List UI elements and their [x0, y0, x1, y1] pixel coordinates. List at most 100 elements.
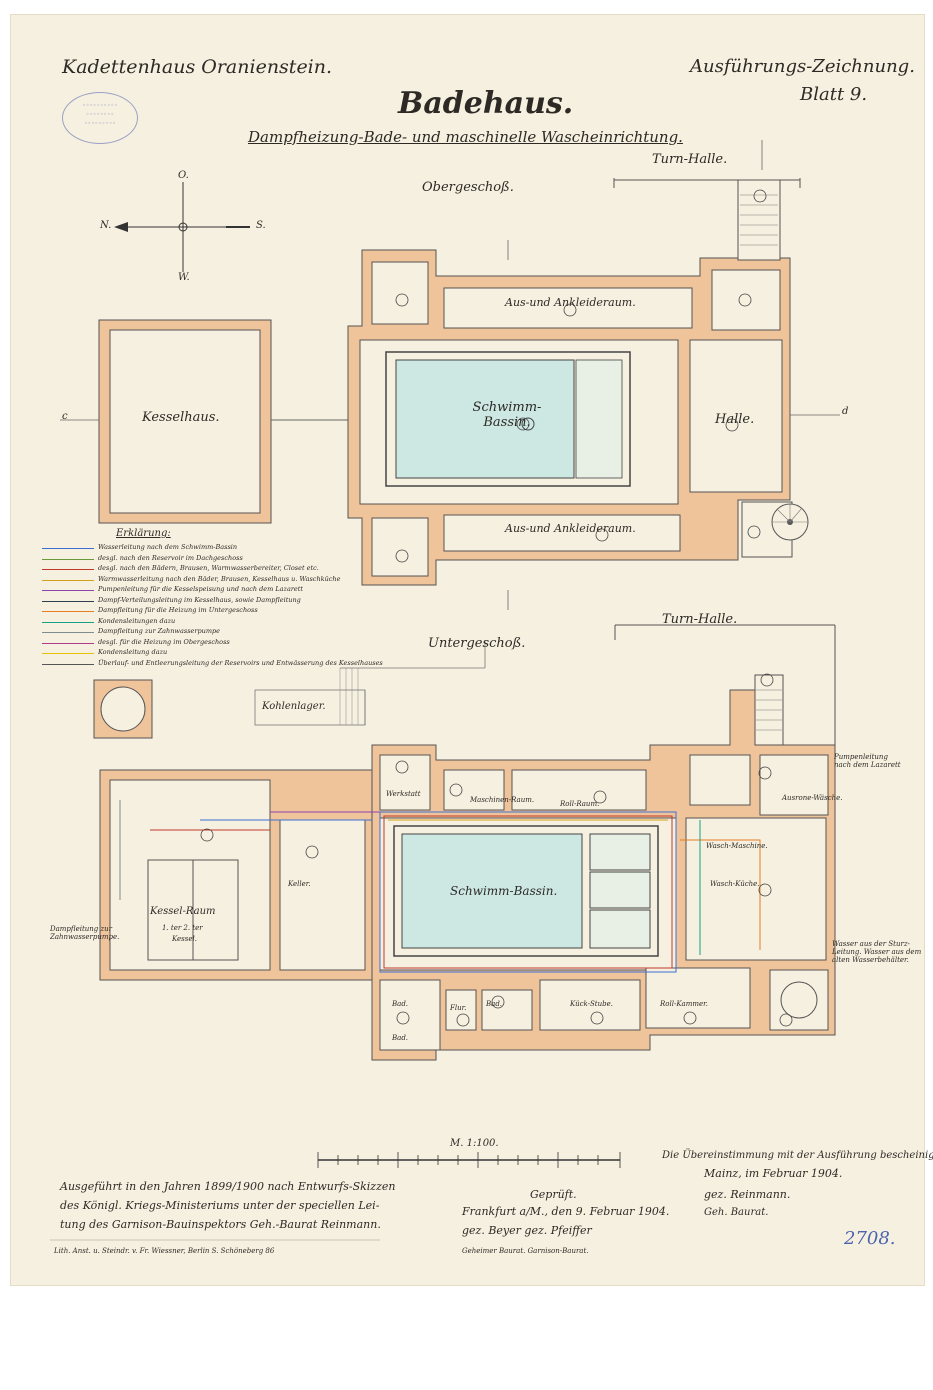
- legend-item: Überlauf- und Entleerungsleitung der Res…: [42, 659, 383, 670]
- compass-n: N.: [100, 220, 112, 231]
- legend-swatch: [42, 611, 94, 612]
- footer-center-line: Geheimer Baurat. Garnison-Baurat.: [462, 1247, 589, 1255]
- legend-text: Dampf-Verteilungsleitung im Kesselhaus, …: [98, 595, 301, 604]
- legend-item: desgl. für die Heizung im Obergeschoss: [42, 638, 352, 649]
- legend-text: desgl. nach den Reservoir im Dachgeschos…: [98, 553, 243, 562]
- archive-stamp: ◦◦◦◦◦◦◦◦◦◦◦◦◦◦◦◦◦◦◦◦◦◦◦◦◦◦◦: [62, 92, 138, 144]
- maschinen-label: Maschinen-Raum.: [470, 796, 535, 804]
- lower-floor-label: Untergeschoß.: [428, 636, 526, 651]
- waschkueche-label: Wasch-Küche.: [710, 880, 760, 888]
- section-mark-c: c: [62, 411, 68, 422]
- halle-label: Halle.: [715, 412, 755, 427]
- legend-swatch: [42, 663, 94, 665]
- legend-swatch: [42, 569, 94, 570]
- archive-number: 2708.: [844, 1228, 896, 1249]
- legend-swatch: [42, 621, 94, 623]
- legend-item: Pumpenleitung für die Kesselspeisung und…: [42, 585, 352, 596]
- ausrone-label: Ausrone-Wäsche.: [782, 794, 843, 802]
- compass: [114, 182, 250, 272]
- compass-s: S.: [256, 220, 266, 231]
- subtitle: Dampfheizung-Bade- und maschinelle Wasch…: [248, 128, 683, 146]
- left-title: Kadettenhaus Oranienstein.: [62, 56, 333, 78]
- legend-text: Kondensleitungen dazu: [98, 616, 176, 625]
- dressing-bottom-label: Aus-und Ankleideraum.: [505, 522, 636, 535]
- footer-left-line: Ausgeführt in den Jahren 1899/1900 nach …: [60, 1180, 396, 1193]
- footer-center-block: Geprüft. Frankfurt a/M., den 9. Februar …: [462, 1188, 670, 1255]
- footer-right-block: Die Übereinstimmung mit der Ausführung b…: [662, 1150, 933, 1218]
- kochstube-label: Kück-Stube.: [570, 1000, 613, 1008]
- footer-center-line: gez. Beyer gez. Pfeiffer: [462, 1224, 592, 1237]
- footer-center-line: Geprüft.: [530, 1188, 577, 1201]
- wasch-maschine-label: Wasch-Maschine.: [706, 842, 768, 850]
- footer-right-line: Mainz, im Februar 1904.: [704, 1167, 843, 1180]
- footer-center-line: Frankfurt a/M., den 9. Februar 1904.: [462, 1205, 670, 1218]
- legend-item: Warmwasserleitung nach den Bäder, Brause…: [42, 575, 352, 586]
- bad3-label: Bad.: [486, 1000, 503, 1008]
- side-note-wasser: Wasser aus der Sturz-Leitung. Wasser aus…: [832, 940, 922, 964]
- legend-item: desgl. nach den Bädern, Brausen, Warmwas…: [42, 564, 352, 575]
- legend-item: Kondensleitungen dazu: [42, 617, 352, 628]
- legend-item: Dampf-Verteilungsleitung im Kesselhaus, …: [42, 596, 352, 607]
- legend-swatch: [42, 558, 94, 560]
- legend-item: Dampfleitung für die Heizung im Unterges…: [42, 606, 352, 617]
- lower-gym-label: Turn-Halle.: [662, 612, 738, 627]
- kessel-label: Kessel-Raum: [150, 906, 216, 917]
- compass-o: O.: [178, 170, 189, 181]
- kessel-sub-label: 1. ter 2. ter: [162, 924, 203, 932]
- bad1-label: Bad.: [392, 1000, 409, 1008]
- legend-swatch: [42, 642, 94, 644]
- keller-label: Keller.: [288, 880, 311, 888]
- legend-item: Wasserleitung nach dem Schwimm-Bassin: [42, 543, 352, 554]
- legend-text: Warmwasserleitung nach den Bäder, Brause…: [98, 574, 341, 583]
- roll-label: Roll-Raum.: [560, 800, 600, 808]
- legend-item: desgl. nach den Reservoir im Dachgeschos…: [42, 554, 352, 565]
- upper-pool-label: Schwimm-Bassin.: [472, 400, 542, 430]
- legend-swatch: [42, 600, 94, 602]
- bad2-label: Bad.: [392, 1034, 409, 1042]
- footer-right-line: Geh. Baurat.: [704, 1207, 769, 1218]
- legend-text: desgl. nach den Bädern, Brausen, Warmwas…: [98, 564, 319, 572]
- legend-text: Wasserleitung nach dem Schwimm-Bassin: [98, 543, 238, 551]
- kessel-word-label: Kessel.: [172, 935, 197, 943]
- legend: Erklärung: Wasserleitung nach dem Schwim…: [42, 528, 383, 667]
- scale-label: M. 1:100.: [450, 1138, 499, 1149]
- legend-text: Dampfleitung für die Heizung im Unterges…: [98, 606, 258, 614]
- kesselhaus-label: Kesselhaus.: [142, 410, 220, 425]
- legend-swatch: [42, 632, 94, 633]
- section-mark-d: d: [842, 406, 849, 417]
- sheet-number: Blatt 9.: [800, 84, 868, 105]
- footer-right-line: gez. Reinmann.: [704, 1188, 791, 1201]
- bottom-margin: [10, 1296, 923, 1390]
- lower-pool-label: Schwimm-Bassin.: [450, 884, 558, 898]
- dressing-top-label: Aus-und Ankleideraum.: [505, 296, 636, 309]
- right-title: Ausführungs-Zeichnung.: [690, 56, 915, 77]
- legend-text: Dampfleitung zur Zahnwasserpumpe: [98, 627, 221, 635]
- footer-left-line: tung des Garnison-Bauinspektors Geh.-Bau…: [60, 1218, 381, 1231]
- flur-label: Flur.: [450, 1004, 467, 1012]
- legend-item: Kondensleitung dazu: [42, 648, 352, 659]
- scale-bar: [317, 1152, 621, 1168]
- rollkammer-label: Roll-Kammer.: [660, 1000, 708, 1008]
- coal-label: Kohlenlager.: [262, 701, 326, 712]
- legend-swatch: [42, 590, 94, 591]
- legend-text: desgl. für die Heizung im Obergeschoss: [98, 637, 230, 646]
- main-title: Badehaus.: [398, 86, 574, 121]
- footer-right-line: Die Übereinstimmung mit der Ausführung b…: [662, 1150, 933, 1161]
- legend-text: Überlauf- und Entleerungsleitung der Res…: [98, 658, 383, 667]
- upper-gym-label: Turn-Halle.: [652, 152, 728, 167]
- legend-title: Erklärung:: [116, 528, 171, 539]
- legend-swatch: [42, 579, 94, 581]
- side-note-pumpen: Pumpenleitung nach dem Lazarett: [834, 753, 901, 769]
- werkstatt-label: Werkstatt: [386, 790, 421, 798]
- legend-swatch: [42, 653, 94, 654]
- upper-floor-label: Obergeschoß.: [422, 180, 514, 195]
- legend-item: Dampfleitung zur Zahnwasserpumpe: [42, 627, 352, 638]
- printer-note: Lith. Anst. u. Steindr. v. Fr. Wiessner,…: [54, 1247, 275, 1255]
- footer-left-line: des Königl. Kriegs-Ministeriums unter de…: [60, 1199, 380, 1212]
- compass-w: W.: [178, 272, 190, 283]
- legend-text: Kondensleitung dazu: [98, 648, 168, 656]
- legend-text: Pumpenleitung für die Kesselspeisung und…: [98, 585, 303, 593]
- footer-left-block: Ausgeführt in den Jahren 1899/1900 nach …: [60, 1180, 396, 1231]
- legend-swatch: [42, 548, 94, 549]
